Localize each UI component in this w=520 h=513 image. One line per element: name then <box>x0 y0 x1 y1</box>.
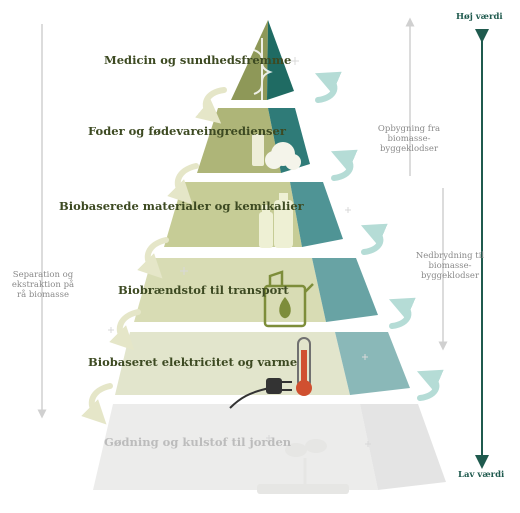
sparkles <box>108 57 371 447</box>
down-arrow-2 <box>167 163 199 205</box>
breakdown-annotation: Nedbrydning til biomasse-byggeklodser <box>415 251 485 281</box>
bottles-icon <box>259 193 293 248</box>
build-up-annotation: Opbygning fra biomasse-byggeklodser <box>377 124 441 154</box>
tier-6-label: Gødning og kulstof til jorden <box>104 435 292 449</box>
food-icon <box>252 134 301 170</box>
tier-1-label: Medicin og sundhedsfremme <box>104 53 292 67</box>
tier-3-label: Biobaserede materialer og kemikalier <box>59 199 304 213</box>
high-value-label: Høj værdi <box>456 12 503 22</box>
up-arrow-2 <box>330 149 358 181</box>
down-arrow-5 <box>81 383 113 425</box>
tier-6-faces <box>93 404 446 490</box>
tier-1-faces <box>231 20 294 100</box>
right-up-arrows <box>314 71 444 401</box>
up-arrow-1 <box>314 71 342 103</box>
down-arrow-3 <box>137 237 169 279</box>
plant-icon <box>257 439 349 494</box>
down-arrow-1 <box>195 87 227 124</box>
low-value-label: Lav værdi <box>458 470 505 480</box>
tier-4-label: Biobrændstof til transport <box>118 283 289 297</box>
up-arrow-4 <box>388 297 416 329</box>
down-arrow-4 <box>109 309 141 351</box>
up-arrow-5 <box>416 369 444 401</box>
up-arrow-3 <box>360 223 388 255</box>
fuel-can-icon <box>263 270 314 328</box>
tier-5-label: Biobaseret elektricitet og varme <box>88 355 298 369</box>
left-down-arrows <box>81 87 227 425</box>
thermometer-plug-icon <box>229 337 312 409</box>
tier-2-label: Foder og fødevareingredienser <box>88 124 286 138</box>
caduceus-icon <box>253 38 273 104</box>
tier-5-faces <box>115 332 410 395</box>
separation-annotation: Separation og ekstraktion på rå biomasse <box>11 270 75 300</box>
tier-3-faces <box>164 182 343 247</box>
